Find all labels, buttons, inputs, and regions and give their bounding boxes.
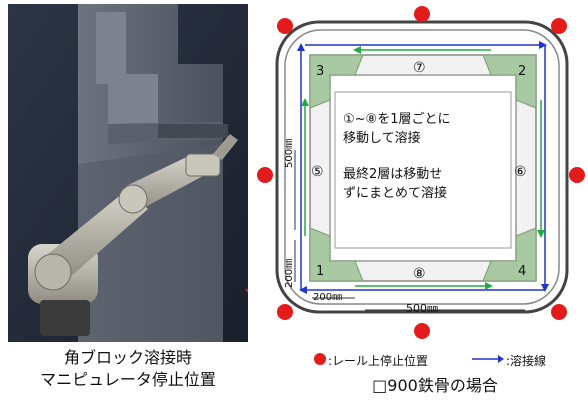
dim-label-200-horizontal: 200㎜ (313, 292, 343, 303)
center-text-line3: 最終2層は移動せ (343, 167, 443, 182)
legend-weld-label: :溶接線 (506, 354, 547, 368)
segment-label-7: ⑦ (413, 60, 426, 76)
right-caption: □900鉄骨の場合 (372, 376, 498, 395)
weld-line-legend-icon (472, 355, 504, 363)
corner-block-2 (482, 54, 537, 109)
segment-label-8: ⑧ (413, 266, 426, 282)
left-caption-line1: 角ブロック溶接時 (63, 348, 192, 367)
center-text-line2: 移動して溶接 (343, 131, 421, 146)
corner-label-3: 3 (316, 64, 325, 79)
dim-label-200-vertical: 200㎜ (284, 258, 295, 288)
stop-dot-legend-icon (314, 353, 326, 365)
center-text-line1: ①~⑧を1層ごとに (343, 112, 451, 127)
left-caption-line2: マニピュレータ停止位置 (40, 370, 216, 389)
dim-label-500-horizontal: 500㎜ (406, 302, 438, 315)
corner-label-4: 4 (518, 264, 527, 279)
corner-block-4 (482, 227, 537, 282)
segment-label-5: ⑤ (311, 164, 324, 180)
segment-label-6: ⑥ (514, 164, 527, 180)
legend-stop-label: :レール上停止位置 (328, 354, 429, 368)
dim-label-500-vertical: 500㎜ (284, 138, 295, 168)
center-instructions: ①~⑧を1層ごとに 移動して溶接 最終2層は移動せ ずにまとめて溶接 (343, 110, 509, 203)
robot-render (8, 4, 248, 342)
center-text-line4: ずにまとめて溶接 (343, 186, 448, 201)
corner-label-1: 1 (316, 264, 325, 279)
corner-block-1 (309, 227, 364, 282)
corner-block-3 (309, 54, 364, 109)
corner-label-2: 2 (518, 64, 527, 79)
welding-diagram (257, 6, 585, 339)
